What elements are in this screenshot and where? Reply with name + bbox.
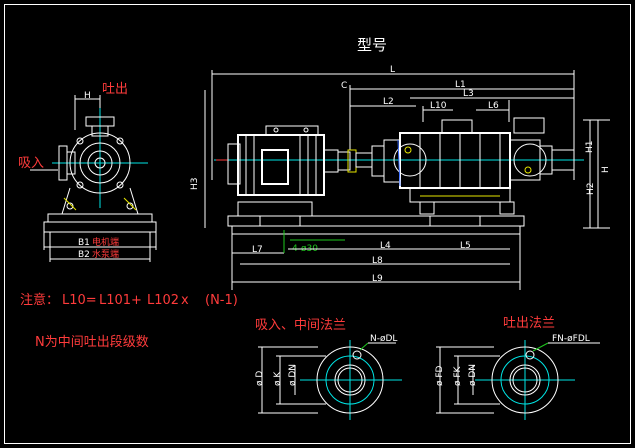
b2-note: 水泵端 <box>92 248 119 260</box>
dim-h2: H2 <box>586 183 596 196</box>
suction-k: ø K <box>273 371 283 386</box>
dim-h: H <box>601 166 611 173</box>
discharge-d: ø FD <box>435 365 445 386</box>
dim-l10: L10 <box>430 101 447 111</box>
dim-l: L <box>390 65 395 75</box>
dim-l6: L6 <box>488 101 499 111</box>
dim-h1: H1 <box>585 141 595 154</box>
discharge-flange-title: 吐出法兰 <box>503 316 555 331</box>
suction-dn: ø DN <box>288 364 298 386</box>
side-dim-h-label: H <box>84 91 91 101</box>
discharge-k: ø FK <box>453 365 463 386</box>
b1-note: 电机端 <box>92 236 119 248</box>
suction-d: ø D <box>255 371 265 386</box>
title: 型号 <box>357 36 387 54</box>
discharge-dn: ø DN <box>468 364 478 386</box>
discharge-holes: FN-øFDL <box>552 334 590 344</box>
dim-l7: L7 <box>252 245 263 255</box>
dim-c: C <box>341 81 347 91</box>
formula-times: x <box>181 293 189 308</box>
front-view: L C L1 L3 L2 L10 L6 H3 H1 H H2 <box>190 65 611 290</box>
dim-h3: H3 <box>190 178 200 191</box>
discharge-flange: 吐出法兰 FN-øFDL ø FD ø FK ø DN <box>435 316 600 420</box>
outlet-label: 吐出 <box>102 82 128 97</box>
formula-prefix: 注意： <box>20 292 59 308</box>
n-meaning: N为中间吐出段级数 <box>35 335 149 350</box>
suction-flange-title: 吸入、中间法兰 <box>255 318 346 333</box>
dim-l5: L5 <box>460 241 471 251</box>
dim-l2: L2 <box>383 97 394 107</box>
b2-label: B2 <box>78 250 90 260</box>
dim-l9: L9 <box>372 274 383 284</box>
formula-term-2: L102 <box>147 293 179 308</box>
suction-flange: 吸入、中间法兰 N-øDL ø D ø K ø DN <box>255 318 402 420</box>
dim-l4: L4 <box>380 241 391 251</box>
formula-n: (N-1) <box>205 293 238 308</box>
formula-term-1: L101 <box>99 293 131 308</box>
suction-holes: N-øDL <box>370 334 397 344</box>
dim-l3: L3 <box>463 89 474 99</box>
dim-l1: L1 <box>455 80 466 90</box>
dim-l8: L8 <box>372 256 383 266</box>
formula-plus: + <box>131 293 142 308</box>
b1-label: B1 <box>78 238 90 248</box>
side-view: H 吐出 吸入 B1 电机端 B2 水泵端 <box>18 82 157 262</box>
inlet-label: 吸入 <box>18 156 44 171</box>
notes: 注意： L10= L101 + L102 x (N-1) N为中间吐出段级数 <box>20 292 238 350</box>
drawing-border <box>4 4 631 444</box>
formula-lhs: L10= <box>62 293 97 308</box>
